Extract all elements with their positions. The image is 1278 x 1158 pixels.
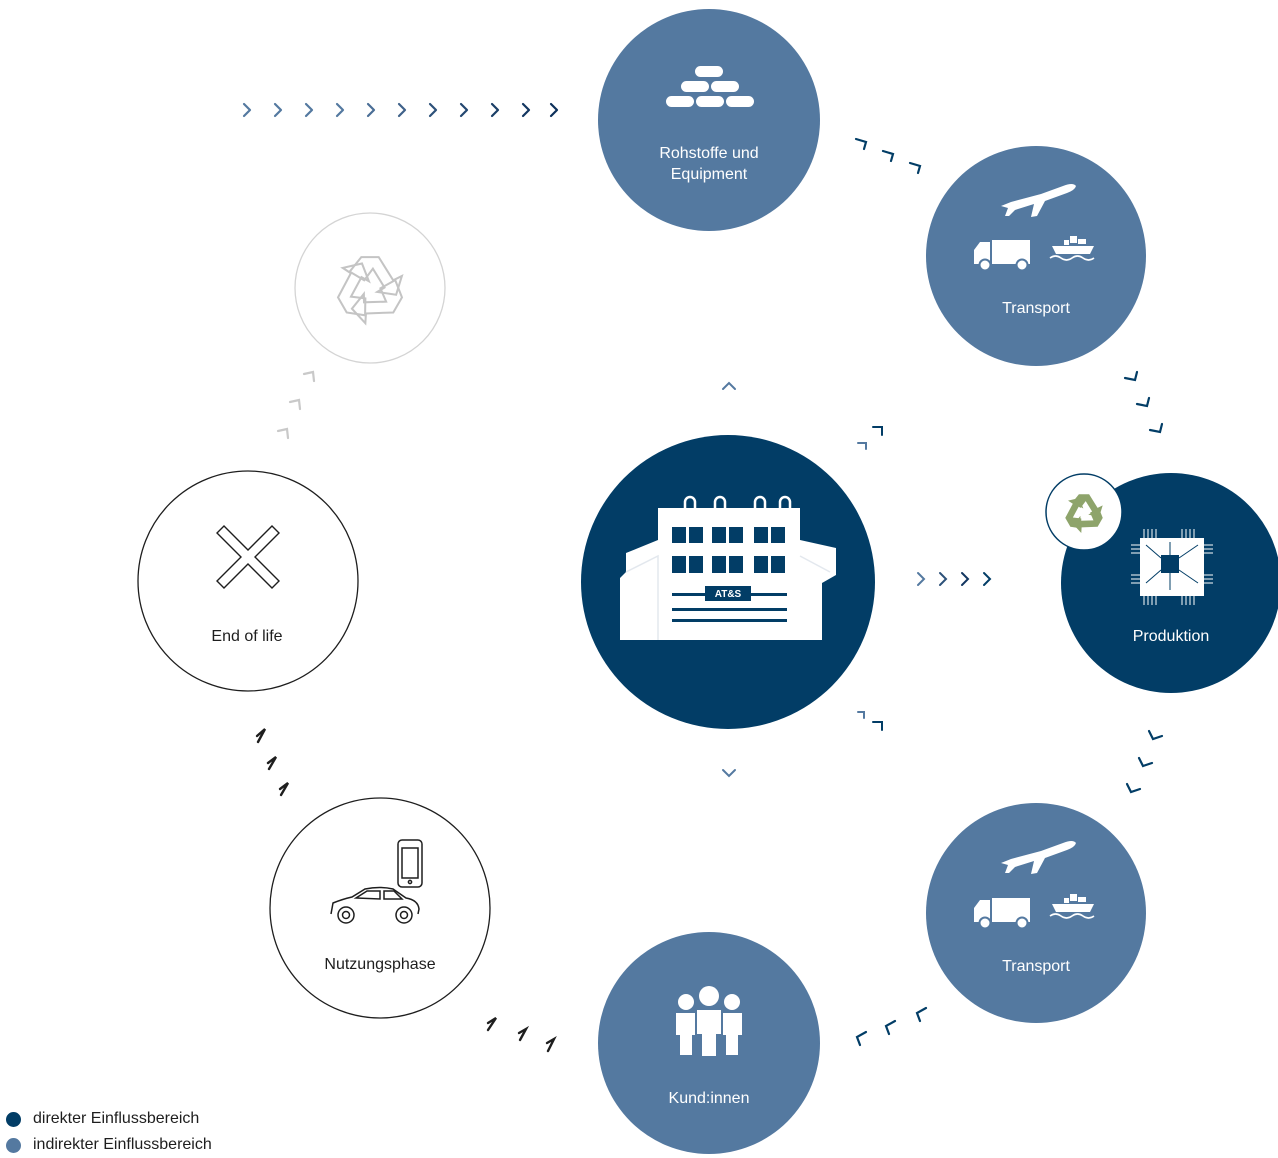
legend-item-indirect: indirekter Einflussbereich — [6, 1132, 212, 1158]
node-rohstoffe-label-line1: Rohstoffe und — [659, 145, 758, 162]
node-rohstoffe[interactable]: Rohstoffe und Equipment — [598, 9, 820, 231]
node-produktion-label: Produktion — [1133, 628, 1210, 645]
node-produktion[interactable]: Produktion — [1045, 473, 1278, 693]
node-center-ats[interactable]: AT&S — [581, 435, 875, 729]
legend-label-direct: direkter Einflussbereich — [33, 1110, 200, 1127]
chevrons-kunden-to-nutzung — [486, 1016, 557, 1053]
cross-icon — [216, 525, 280, 589]
node-transport-top-label: Transport — [1002, 300, 1070, 317]
people-icon — [676, 986, 742, 1058]
car-icon — [330, 886, 420, 924]
raw-materials-icon — [666, 66, 754, 107]
chevrons-transport-to-kunden — [855, 1006, 928, 1047]
legend-item-direct: direkter Einflussbereich — [6, 1106, 212, 1132]
chip-icon — [1131, 529, 1213, 605]
legend-label-indirect: indirekter Einflussbereich — [33, 1136, 212, 1153]
phone-icon — [397, 839, 423, 888]
chevrons-nutzung-to-endoflife — [255, 728, 290, 797]
node-kunden[interactable]: Kund:innen — [598, 932, 820, 1154]
chevrons-produktion-to-transport — [1125, 729, 1164, 794]
node-nutzungsphase[interactable]: Nutzungsphase — [269, 797, 491, 1019]
node-end-of-life-label: End of life — [211, 628, 282, 645]
factory-building-icon: AT&S — [620, 495, 836, 640]
node-transport-bottom[interactable]: Transport — [926, 803, 1146, 1023]
node-transport-top-circle — [926, 146, 1146, 366]
legend-dot-indirect — [6, 1137, 21, 1153]
node-end-of-life-circle — [137, 470, 359, 692]
legend-dot-direct — [6, 1111, 21, 1127]
node-transport-bottom-circle — [926, 803, 1146, 1023]
chevrons-center — [722, 381, 992, 778]
node-rohstoffe-label-line2: Equipment — [671, 166, 748, 183]
chevrons-rohstoffe-to-transport — [854, 137, 922, 175]
chevrons-endoflife-to-recycling — [276, 370, 316, 440]
building-sign: AT&S — [715, 589, 742, 600]
node-rohstoffe-circle — [598, 9, 820, 231]
node-nutzungsphase-circle — [269, 797, 491, 1019]
node-nutzungsphase-label: Nutzungsphase — [324, 956, 435, 973]
legend: direkter Einflussbereich indirekter Einf… — [6, 1106, 212, 1158]
node-kunden-label: Kund:innen — [669, 1090, 750, 1107]
node-recycling-circle — [294, 212, 446, 364]
node-recycling[interactable] — [294, 212, 446, 364]
node-transport-bottom-label: Transport — [1002, 958, 1070, 975]
chevrons-entry-row — [242, 102, 559, 118]
produktion-recycle-badge — [1045, 473, 1123, 551]
chevrons-transport-to-produktion — [1123, 370, 1164, 434]
node-transport-top[interactable]: Transport — [926, 146, 1146, 366]
node-end-of-life[interactable]: End of life — [137, 470, 359, 692]
